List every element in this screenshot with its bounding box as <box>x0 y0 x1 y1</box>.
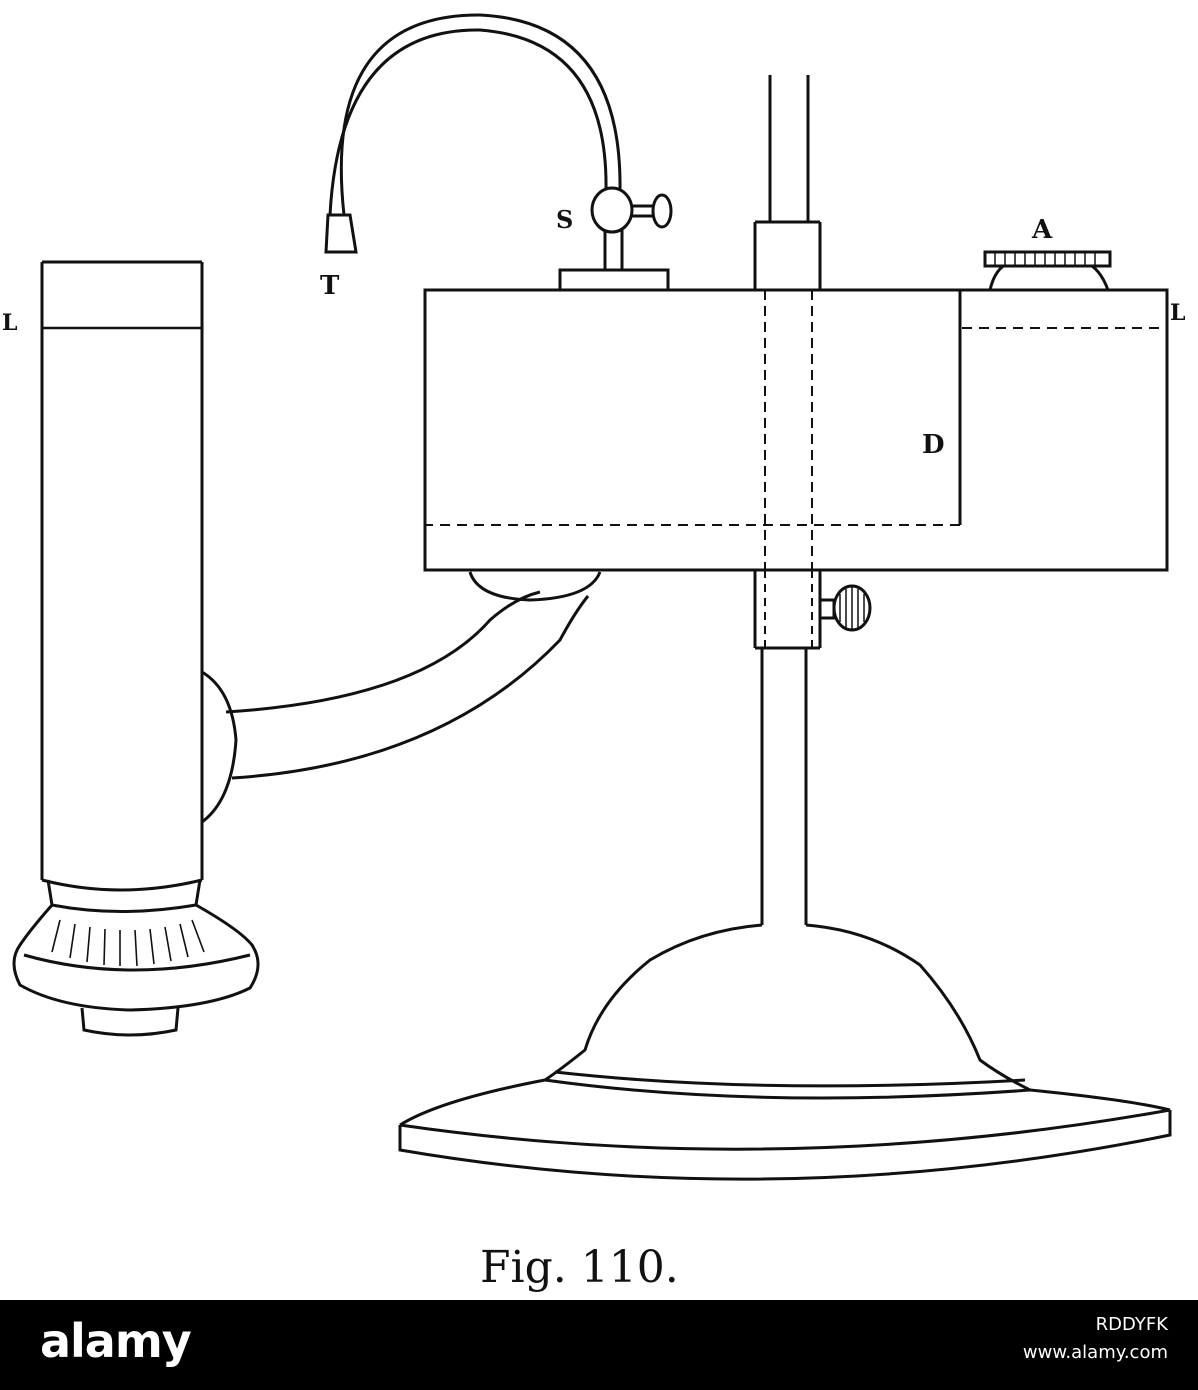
screw-cap <box>983 250 1112 291</box>
label-l-right: L <box>1170 300 1185 326</box>
figure-caption: Fig. 110. <box>480 1242 679 1293</box>
label-a: A <box>1031 215 1053 245</box>
image-code: RDDYFK <box>1095 1314 1168 1335</box>
label-l-left: L <box>2 310 17 336</box>
label-t: T <box>320 271 340 301</box>
main-tank <box>423 288 1169 572</box>
watermark-bar: alamy RDDYFK www.alamy.com <box>0 1300 1198 1390</box>
stand-base <box>398 923 1172 1181</box>
stopcock-and-tube <box>324 13 673 292</box>
apparatus-figure: L T S A L D Fig. 110. <box>2 13 1186 1293</box>
connecting-arm <box>201 571 602 824</box>
left-cylinder <box>12 260 260 1037</box>
stand-rod <box>753 75 872 925</box>
figure-labels: L T S A L D Fig. 110. <box>2 205 1185 1293</box>
alamy-logo: alamy <box>40 1314 192 1368</box>
apparatus-drawing: L T S A L D Fig. 110. <box>2 13 1185 1293</box>
label-d: D <box>922 430 945 460</box>
watermark-url: www.alamy.com <box>1022 1342 1168 1363</box>
label-s: S <box>556 205 573 234</box>
